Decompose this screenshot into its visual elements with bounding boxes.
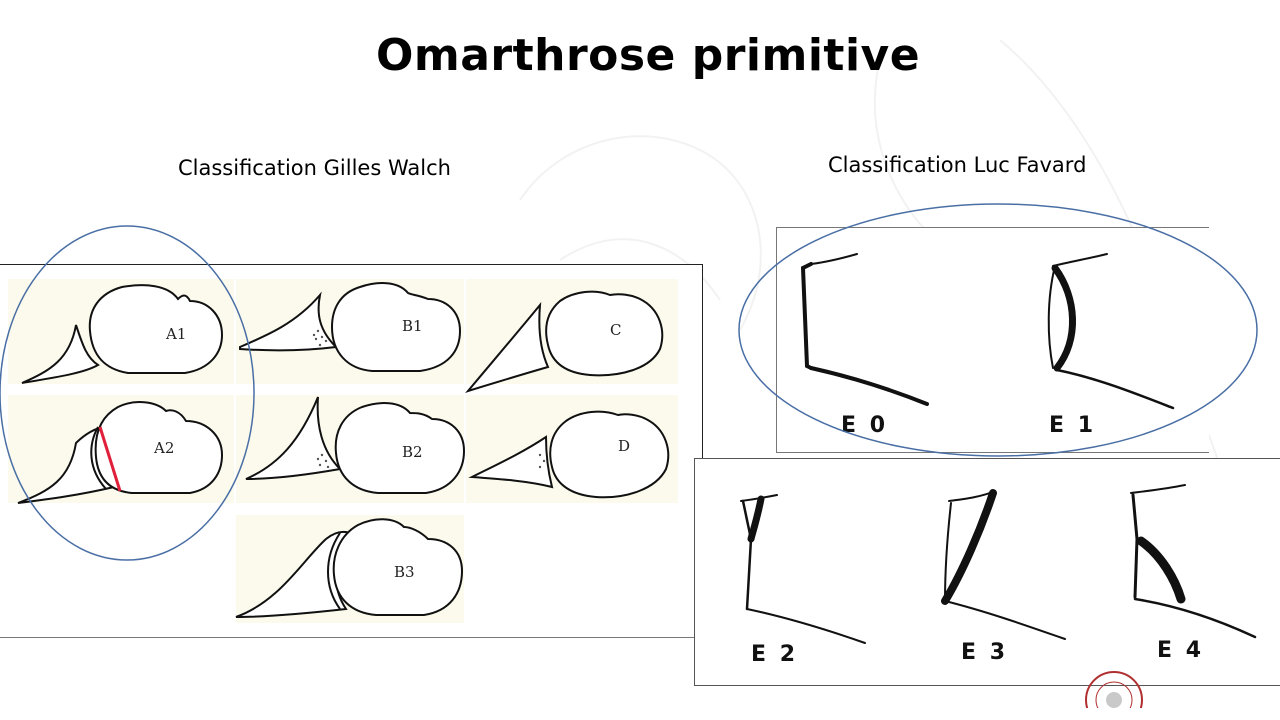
favard-e2-e4-drawing: E 2 E 3 E 4	[740, 484, 1257, 667]
label-b1: B1	[402, 317, 423, 335]
favard-e2-drawing	[740, 494, 866, 644]
walch-classification-heading: Classification Gilles Walch	[178, 156, 451, 180]
walch-b2-drawing	[245, 396, 466, 494]
label-e4: E 4	[1157, 638, 1204, 663]
label-a1: A1	[165, 325, 186, 343]
label-d: D	[618, 437, 630, 455]
walch-figure-drawing: A1 B1 C A2 B2 D B3	[8, 279, 678, 623]
label-e0: E 0	[841, 413, 888, 438]
favard-e4-drawing	[1130, 484, 1257, 639]
label-e3: E 3	[961, 640, 1008, 665]
favard-e0-e1-drawing: E 0 E 1	[800, 253, 1175, 438]
label-e1: E 1	[1049, 413, 1096, 438]
slide-title: Omarthrose primitive	[375, 30, 921, 81]
favard-e3-drawing	[941, 489, 1066, 640]
label-c: C	[610, 321, 621, 339]
walch-classification-figure: A1 B1 C A2 B2 D B3	[0, 264, 703, 638]
favard-classification-heading: Classification Luc Favard	[828, 153, 1087, 177]
university-seal-logo	[1082, 668, 1146, 708]
label-b2: B2	[402, 443, 423, 461]
favard-e0-drawing	[800, 253, 929, 406]
walch-d-drawing	[468, 410, 670, 499]
favard-e1-drawing	[1047, 253, 1175, 410]
favard-e2-e4-figure: E 2 E 3 E 4	[694, 458, 1280, 686]
walch-b1-drawing	[239, 282, 462, 372]
label-a2: A2	[153, 439, 174, 457]
walch-b3-drawing	[235, 518, 464, 618]
favard-e0-e1-figure: E 0 E 1	[776, 227, 1209, 453]
walch-c-drawing	[465, 290, 664, 393]
label-b3: B3	[394, 563, 415, 581]
label-e2: E 2	[751, 642, 798, 667]
